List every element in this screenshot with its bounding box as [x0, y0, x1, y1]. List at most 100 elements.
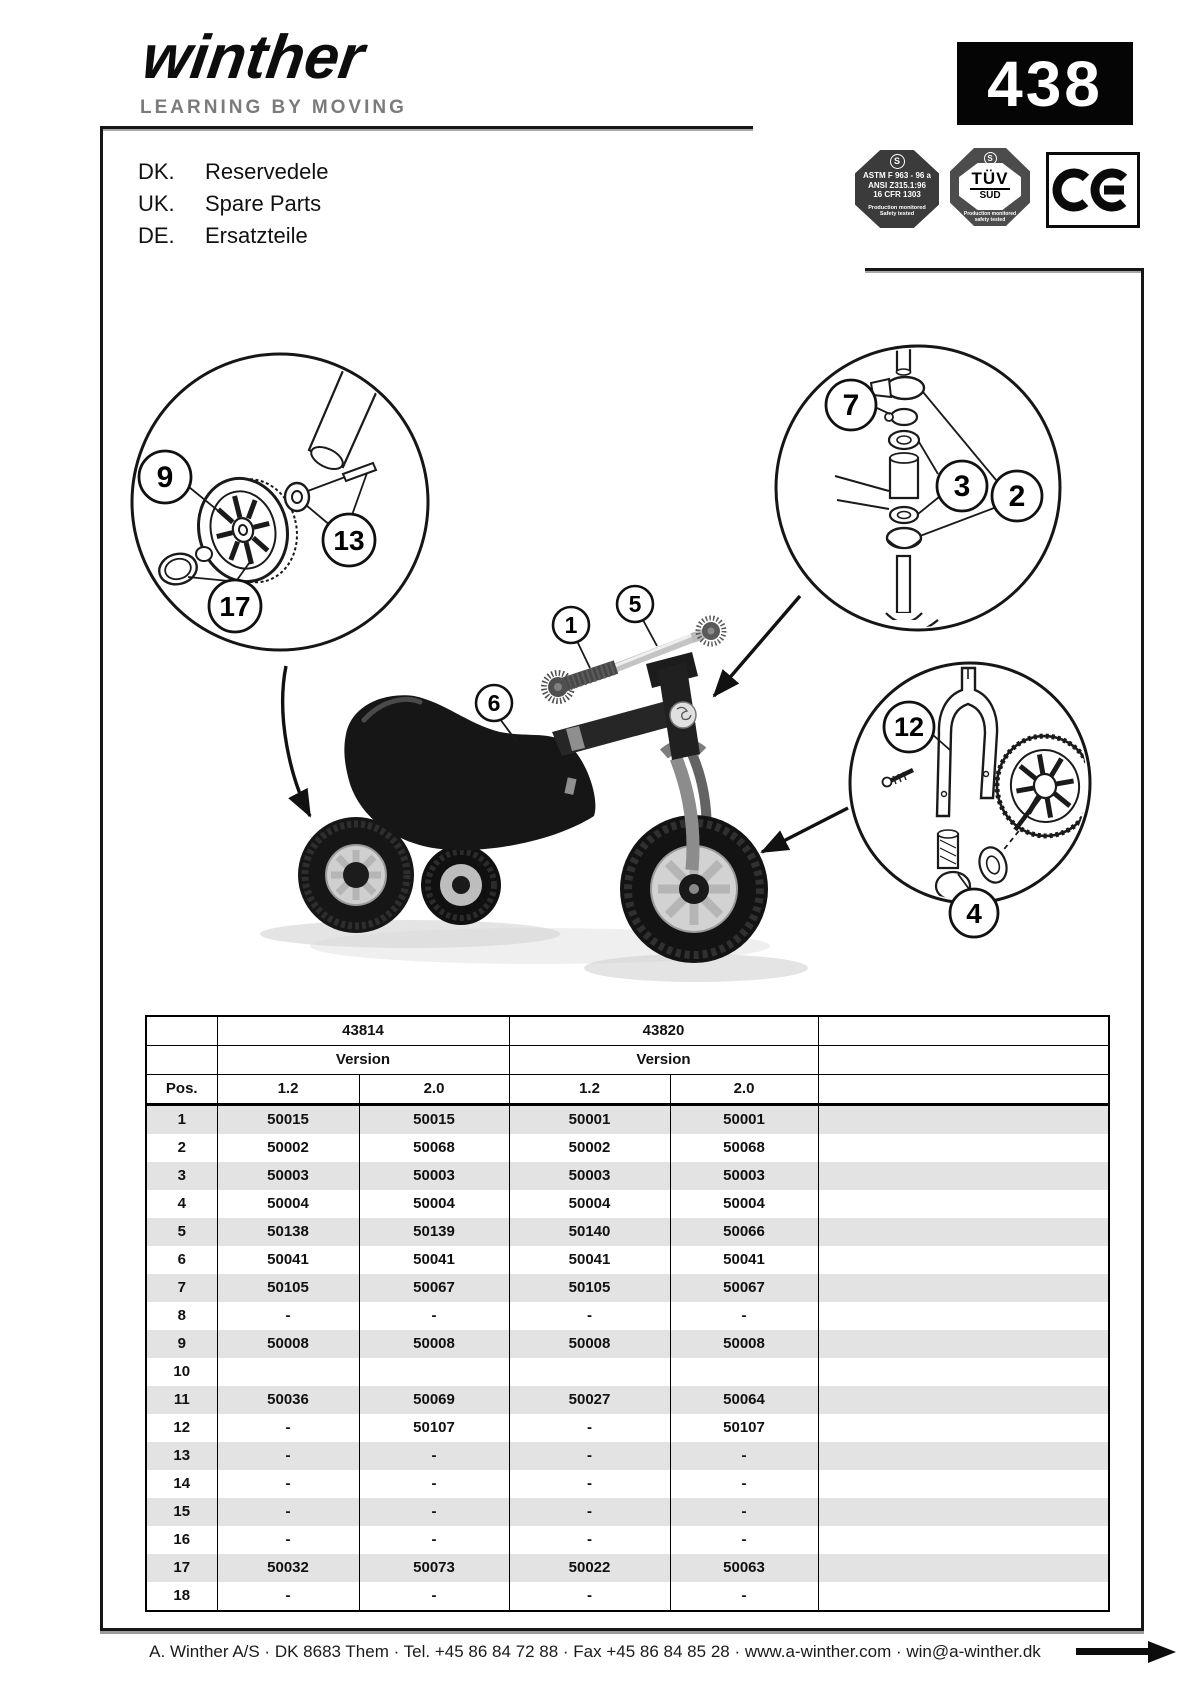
lang-code: DE.	[138, 223, 175, 248]
steering-detail-circle: 7 3 2	[774, 344, 1062, 632]
wheel-detail-circle: 9 13 17	[130, 352, 430, 652]
callout-6: 6	[474, 683, 514, 723]
callout-7: 7	[824, 378, 878, 432]
grip-end-disc	[695, 615, 727, 647]
callout-5: 5	[615, 584, 655, 624]
astm-footer2: Safety tested	[879, 211, 915, 217]
scooter-callouts: 1 5 6	[474, 584, 658, 743]
model-left-header: 43814	[216, 1016, 510, 1046]
wheel-disc	[978, 846, 1008, 884]
brand-badge-icon	[669, 701, 697, 729]
company-footer: A. Winther A/S · DK 8683 Them · Tel. +45…	[149, 1642, 1041, 1661]
fork-detail-circle: 12 4	[848, 661, 1092, 939]
frame-collar	[566, 726, 585, 751]
svg-text:3: 3	[954, 470, 971, 503]
frame-tube	[552, 700, 680, 756]
ce-mark-icon	[1052, 168, 1134, 212]
tuv-subtitle: SÜD	[979, 190, 1001, 201]
front-fork	[935, 666, 999, 818]
arrow-to-front-wheel	[760, 806, 849, 854]
model-right-header: 43820	[508, 1016, 819, 1046]
fixing-screw	[881, 767, 914, 788]
badge-emblem	[676, 706, 692, 721]
leader-lines	[876, 391, 997, 537]
tuv-inner-octagon: TÜV SÜD	[959, 163, 1021, 210]
lang-code: DK.	[138, 159, 175, 184]
spacer-sleeve	[888, 456, 920, 500]
svg-text:9: 9	[157, 461, 174, 494]
svg-text:7: 7	[843, 389, 860, 422]
steerer-tube-top	[895, 349, 912, 374]
svg-text:13: 13	[333, 525, 364, 556]
callout-12: 12	[882, 700, 936, 754]
svg-text:12: 12	[894, 712, 924, 742]
brand-logo: winther	[138, 23, 369, 92]
frame-border-bottom	[100, 1628, 1144, 1631]
scooter-photo	[260, 615, 808, 982]
svg-text:2: 2	[1009, 480, 1026, 513]
tuv-footer1: Production monitored	[963, 211, 1017, 217]
arrow-to-rear-wheel	[280, 665, 312, 818]
pointer-arrows	[280, 594, 849, 854]
steerer-tube-bottom	[895, 554, 912, 615]
table-row: 13----	[145, 1442, 1110, 1470]
saddle-body	[344, 695, 596, 851]
page-number-badge: 438	[957, 42, 1133, 125]
svg-text:6: 6	[488, 690, 501, 716]
version-col-header: 2.0	[669, 1074, 819, 1106]
callout-3: 3	[935, 459, 989, 513]
lang-row-de: DE.Ersatzteile	[138, 220, 329, 252]
lang-row-dk: DK.Reservedele	[138, 156, 329, 188]
version-label: Version	[508, 1045, 819, 1075]
frame-border-notch	[865, 268, 1144, 271]
brand-tagline: LEARNING BY MOVING	[140, 97, 407, 118]
callout-1: 1	[551, 605, 591, 645]
callout-2: 2	[990, 469, 1044, 523]
callout-4: 4	[948, 887, 1000, 939]
table-row: 15----	[145, 1498, 1110, 1526]
callout-13: 13	[321, 512, 377, 568]
callout-9: 9	[137, 449, 193, 505]
spoked-wheel	[196, 476, 298, 584]
hub-cap	[158, 552, 198, 586]
svg-text:5: 5	[629, 591, 642, 617]
astm-footer1: Production monitored	[868, 204, 926, 211]
spare-parts-diagram: 9 13 17	[130, 344, 1092, 982]
front-axle-bolt	[689, 884, 699, 894]
callout-17: 17	[207, 578, 263, 634]
version-label: Version	[216, 1045, 510, 1075]
page-number: 438	[987, 47, 1103, 120]
frame-border-left	[100, 126, 103, 1631]
astm-line3: 16 CFR 1303	[873, 190, 921, 199]
tuv-underline	[970, 188, 1010, 190]
svg-text:4: 4	[966, 898, 982, 929]
pos-header: Pos.	[145, 1074, 218, 1106]
version-col-header: 1.2	[508, 1074, 671, 1106]
model-header-row: 43814 43820	[145, 1016, 1110, 1046]
table-row: 18----	[145, 1582, 1110, 1611]
table-row: 12-50107-50107	[145, 1414, 1110, 1442]
svg-text:17: 17	[219, 591, 250, 622]
lock-ring	[889, 407, 919, 427]
table-row: 16----	[145, 1526, 1110, 1554]
next-page-arrow-icon	[1076, 1648, 1150, 1655]
table-row: 8----	[145, 1302, 1110, 1330]
version-col-header: 1.2	[216, 1074, 360, 1106]
lang-row-uk: UK.Spare Parts	[138, 188, 329, 220]
frame-fitting	[564, 777, 577, 795]
saddle-highlight	[361, 697, 423, 723]
axle-nut	[195, 546, 213, 562]
shadow	[584, 954, 808, 982]
table-row: 14----	[145, 1470, 1110, 1498]
version-col-header: 2.0	[358, 1074, 510, 1106]
language-list: DK.Reservedele UK.Spare Parts DE.Ersatzt…	[138, 156, 329, 252]
